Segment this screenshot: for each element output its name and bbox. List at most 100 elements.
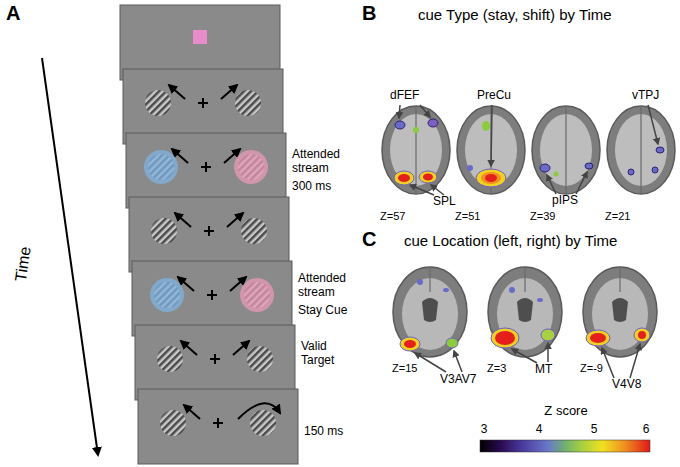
event-label: Attended stream bbox=[292, 148, 356, 176]
event-label: Valid Target bbox=[301, 340, 361, 368]
leader-arrow bbox=[602, 348, 614, 378]
brain-slice bbox=[583, 267, 657, 357]
panel-letter: C bbox=[362, 228, 376, 251]
leader-arrow bbox=[547, 175, 556, 194]
region-label: MT bbox=[535, 363, 552, 377]
event-label: 300 ms bbox=[292, 180, 331, 194]
colorbar-tick: 3 bbox=[481, 423, 488, 437]
slice-label: Z=-9 bbox=[580, 362, 603, 375]
brain-slice bbox=[540, 164, 550, 172]
brain-slice bbox=[446, 338, 458, 348]
brain-slice bbox=[382, 106, 450, 194]
leader-arrow bbox=[415, 353, 446, 372]
brain-slice bbox=[638, 331, 646, 339]
brain-slice bbox=[491, 328, 519, 348]
region-label: dFEF bbox=[390, 89, 419, 103]
brain-slice bbox=[476, 169, 506, 187]
brain-slice bbox=[481, 172, 501, 184]
screen bbox=[238, 403, 280, 419]
region-label: PreCu bbox=[477, 89, 511, 103]
brain-slice bbox=[537, 298, 543, 302]
leader-arrow bbox=[648, 105, 658, 144]
brain-slice bbox=[443, 288, 449, 292]
brain-slice bbox=[400, 337, 420, 351]
brain-slice bbox=[457, 106, 525, 194]
brain-slice bbox=[382, 106, 450, 194]
leader-arrow bbox=[410, 185, 434, 195]
screen bbox=[193, 30, 207, 44]
panel-title: cue Location (left, right) by Time bbox=[404, 232, 617, 249]
leader-arrow bbox=[547, 343, 549, 362]
brain-slice bbox=[656, 147, 664, 153]
brain-slice bbox=[532, 106, 600, 194]
brain-slice bbox=[423, 174, 433, 181]
brain-slice bbox=[509, 287, 515, 293]
slice-label: Z=39 bbox=[530, 210, 555, 223]
brain-slice bbox=[607, 106, 675, 194]
brain-slice bbox=[485, 174, 497, 182]
brain-slice bbox=[590, 333, 606, 343]
event-label: Stay Cue bbox=[298, 304, 347, 318]
slice-label: Z=57 bbox=[380, 210, 405, 223]
slice-label: Z=15 bbox=[392, 362, 417, 375]
brain-slice bbox=[532, 106, 600, 194]
brain-slice bbox=[393, 267, 467, 357]
brain-slice bbox=[495, 331, 515, 345]
screen bbox=[145, 85, 261, 116]
brain-slice bbox=[428, 119, 438, 127]
colorbar bbox=[480, 440, 650, 452]
screen bbox=[150, 278, 184, 312]
brain-slice bbox=[488, 267, 562, 357]
colorbar-tick: 6 bbox=[643, 423, 650, 437]
brain-slice bbox=[457, 106, 525, 194]
brain-slice bbox=[398, 174, 410, 182]
leader-arrow bbox=[576, 172, 587, 194]
colorbar-title: Z score bbox=[544, 404, 587, 419]
brain-slice bbox=[419, 171, 437, 183]
brain-slice bbox=[634, 328, 650, 342]
brain-slice bbox=[467, 165, 473, 171]
region-label: pIPS bbox=[552, 194, 578, 208]
brain-slice bbox=[652, 167, 658, 173]
brain-slice bbox=[628, 169, 634, 175]
brain-slice bbox=[554, 172, 559, 177]
leader-arrow bbox=[454, 351, 462, 372]
brain-slice bbox=[586, 330, 610, 346]
leader-arrow bbox=[630, 344, 640, 378]
screen bbox=[144, 150, 178, 184]
brain-slice bbox=[488, 267, 562, 357]
brain-slice bbox=[395, 121, 405, 129]
brain-slice bbox=[404, 340, 416, 348]
colorbar-tick: 5 bbox=[591, 423, 598, 437]
brain-slice bbox=[394, 171, 414, 185]
slice-label: Z=21 bbox=[605, 210, 630, 223]
brain-slice bbox=[417, 279, 423, 285]
colorbar-tick: 4 bbox=[536, 423, 543, 437]
screen bbox=[138, 389, 298, 464]
brain-slice bbox=[541, 329, 555, 341]
screen bbox=[151, 213, 267, 244]
leader-arrow bbox=[431, 185, 444, 195]
time-arrow bbox=[42, 58, 98, 455]
region-label: V4V8 bbox=[612, 378, 641, 392]
axis-label: Time bbox=[12, 246, 35, 283]
panel-title: cue Type (stay, shift) by Time bbox=[418, 6, 612, 23]
leader-arrow bbox=[399, 105, 658, 195]
leader-arrow bbox=[491, 105, 492, 166]
leader-arrow bbox=[512, 349, 537, 363]
brain-slice bbox=[413, 127, 419, 133]
panel-letter: B bbox=[362, 2, 376, 25]
screen bbox=[157, 341, 273, 372]
panel-letter: A bbox=[6, 2, 20, 25]
screen bbox=[160, 405, 276, 436]
brain-slice bbox=[583, 267, 657, 357]
brain-slice bbox=[585, 163, 593, 169]
slice-label: Z=3 bbox=[487, 362, 506, 375]
screen bbox=[240, 278, 274, 312]
brain-slice bbox=[482, 121, 490, 131]
leader-arrow bbox=[420, 105, 430, 117]
screen bbox=[234, 150, 268, 184]
event-label: 150 ms bbox=[304, 425, 343, 439]
event-label: Attended stream bbox=[298, 272, 360, 300]
